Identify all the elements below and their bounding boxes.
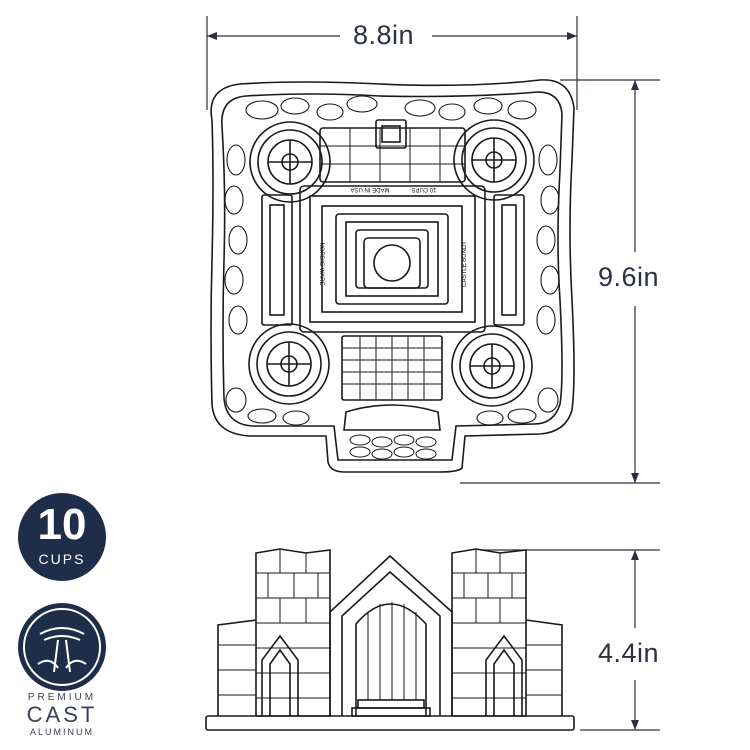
material-badge [18, 603, 106, 691]
tower-top-right [453, 119, 535, 201]
material-aluminum-label: ALUMINUM [29, 727, 94, 737]
height-label: 4.4in [598, 638, 660, 668]
aluminum-icon [23, 608, 101, 686]
tower-top-left [249, 121, 331, 203]
height-dimension-line [480, 549, 660, 731]
material-cast-label: CAST [26, 702, 98, 727]
pan-side-view [205, 548, 575, 731]
pan-origin-marking: MADE IN USA [350, 186, 389, 192]
pan-model-marking: CASTLE BUNDT [462, 241, 468, 287]
capacity-badge: 10 CUPS [18, 493, 106, 581]
width-label: 8.8in [353, 20, 415, 50]
width-dimension-line [206, 16, 578, 110]
material-premium-label: PREMIUM [27, 692, 97, 703]
aluminum-badge-circle [18, 603, 106, 691]
tower-bottom-right [451, 325, 533, 407]
length-label: 9.6in [598, 262, 660, 292]
pan-brand-marking: NORDIC WARE [318, 242, 324, 285]
capacity-unit: CUPS [38, 551, 86, 567]
tower-bottom-left [248, 323, 330, 405]
pan-top-view [210, 79, 575, 473]
pan-capacity-marking: 10 CUPS [411, 186, 436, 192]
length-dimension-line [460, 79, 660, 484]
capacity-number: 10 [37, 500, 87, 549]
